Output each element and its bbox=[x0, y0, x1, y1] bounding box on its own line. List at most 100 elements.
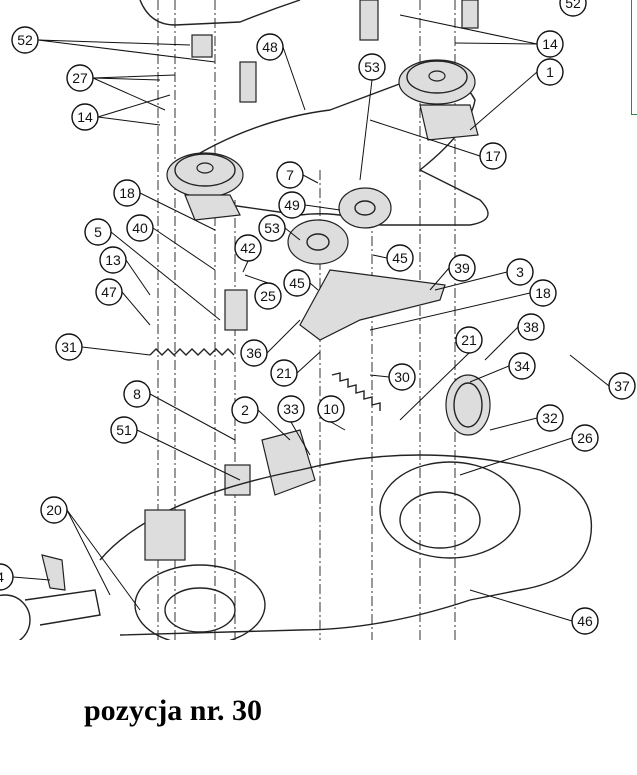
callout-53-lower: 53 bbox=[258, 214, 286, 242]
idler-pulley-53 bbox=[287, 219, 349, 265]
callout-20: 20 bbox=[40, 496, 68, 524]
svg-text:10: 10 bbox=[323, 401, 339, 417]
idler-arm bbox=[299, 269, 446, 341]
deck-bracket bbox=[144, 509, 186, 561]
bracket-5 bbox=[224, 289, 248, 331]
drive-belt bbox=[178, 76, 489, 226]
svg-text:39: 39 bbox=[454, 260, 470, 276]
bracket-4 bbox=[41, 554, 66, 591]
pulley-right bbox=[398, 59, 479, 141]
svg-text:4: 4 bbox=[0, 569, 4, 585]
svg-text:52: 52 bbox=[17, 32, 33, 48]
svg-text:8: 8 bbox=[133, 386, 141, 402]
spring-30 bbox=[331, 372, 381, 411]
svg-text:3: 3 bbox=[516, 264, 524, 280]
callout-10: 10 bbox=[317, 395, 345, 423]
callout-21: 21 bbox=[270, 359, 298, 387]
svg-text:48: 48 bbox=[262, 39, 278, 55]
callout-30: 30 bbox=[388, 363, 416, 391]
callout-25: 25 bbox=[254, 282, 282, 310]
callout-3: 3 bbox=[506, 258, 534, 286]
parts-diagram: 52 27 14 48 53 52 14 1 17 7 18 49 5 40 5… bbox=[0, 0, 636, 640]
svg-text:38: 38 bbox=[523, 319, 539, 335]
position-caption: pozycja nr. 30 bbox=[84, 694, 263, 727]
callout-36: 36 bbox=[240, 339, 268, 367]
callout-26: 26 bbox=[571, 424, 599, 452]
svg-text:51: 51 bbox=[116, 422, 132, 438]
callout-4: 4 bbox=[0, 563, 14, 591]
bracket-left bbox=[239, 61, 257, 103]
callout-32: 32 bbox=[536, 404, 564, 432]
callout-17: 17 bbox=[479, 142, 507, 170]
svg-text:14: 14 bbox=[77, 109, 93, 125]
idler-pulley-49 bbox=[338, 187, 392, 229]
svg-text:5: 5 bbox=[94, 224, 102, 240]
svg-text:21: 21 bbox=[276, 365, 292, 381]
svg-text:45: 45 bbox=[392, 250, 408, 266]
svg-text:32: 32 bbox=[542, 410, 558, 426]
svg-text:37: 37 bbox=[614, 378, 630, 394]
deck-spindle-left bbox=[134, 564, 266, 640]
callout-31: 31 bbox=[55, 333, 83, 361]
callout-5: 5 bbox=[84, 218, 112, 246]
callout-14-right: 14 bbox=[536, 30, 564, 58]
side-panel-frame bbox=[631, 0, 637, 115]
callout-18-right: 18 bbox=[529, 279, 557, 307]
svg-text:21: 21 bbox=[461, 332, 477, 348]
svg-text:53: 53 bbox=[264, 220, 280, 236]
bracket-right bbox=[461, 0, 479, 29]
svg-text:7: 7 bbox=[286, 167, 294, 183]
svg-text:17: 17 bbox=[485, 148, 501, 164]
callout-1: 1 bbox=[536, 58, 564, 86]
callout-39: 39 bbox=[448, 254, 476, 282]
callout-18: 18 bbox=[113, 179, 141, 207]
callout-8: 8 bbox=[123, 380, 151, 408]
svg-text:34: 34 bbox=[514, 358, 530, 374]
callout-7: 7 bbox=[276, 161, 304, 189]
svg-text:18: 18 bbox=[535, 285, 551, 301]
svg-text:49: 49 bbox=[284, 197, 300, 213]
bracket-51 bbox=[224, 464, 251, 496]
svg-text:47: 47 bbox=[101, 284, 117, 300]
svg-text:1: 1 bbox=[546, 64, 554, 80]
svg-text:31: 31 bbox=[61, 339, 77, 355]
svg-text:2: 2 bbox=[241, 402, 249, 418]
callout-52-top: 52 bbox=[559, 0, 587, 17]
svg-text:53: 53 bbox=[364, 59, 380, 75]
svg-text:30: 30 bbox=[394, 369, 410, 385]
callout-49: 49 bbox=[278, 191, 306, 219]
callout-47: 47 bbox=[95, 278, 123, 306]
svg-text:52: 52 bbox=[565, 0, 581, 11]
callout-38: 38 bbox=[517, 313, 545, 341]
svg-text:33: 33 bbox=[283, 401, 299, 417]
bracket-top bbox=[359, 0, 379, 41]
svg-text:14: 14 bbox=[542, 36, 558, 52]
svg-text:40: 40 bbox=[132, 220, 148, 236]
callout-42: 42 bbox=[234, 234, 262, 262]
svg-text:18: 18 bbox=[119, 185, 135, 201]
svg-text:42: 42 bbox=[240, 240, 256, 256]
svg-text:26: 26 bbox=[577, 430, 593, 446]
callout-21-right: 21 bbox=[455, 326, 483, 354]
callout-27: 27 bbox=[66, 64, 94, 92]
spring-31 bbox=[149, 348, 235, 356]
svg-text:13: 13 bbox=[105, 252, 121, 268]
svg-text:27: 27 bbox=[72, 70, 88, 86]
callout-34: 34 bbox=[508, 352, 536, 380]
top-housing bbox=[139, 0, 301, 26]
svg-text:20: 20 bbox=[46, 502, 62, 518]
callout-53: 53 bbox=[358, 53, 386, 81]
svg-text:46: 46 bbox=[577, 613, 593, 629]
callout-46: 46 bbox=[571, 607, 599, 635]
bracket-52 bbox=[191, 34, 213, 58]
svg-text:36: 36 bbox=[246, 345, 262, 361]
callout-40: 40 bbox=[126, 214, 154, 242]
callout-37: 37 bbox=[608, 372, 636, 400]
callout-45: 45 bbox=[386, 244, 414, 272]
svg-text:45: 45 bbox=[289, 275, 305, 291]
leader-lines bbox=[12, 14, 610, 622]
callout-51: 51 bbox=[110, 416, 138, 444]
callout-14: 14 bbox=[71, 103, 99, 131]
callout-13: 13 bbox=[99, 246, 127, 274]
mower-deck bbox=[99, 454, 593, 636]
